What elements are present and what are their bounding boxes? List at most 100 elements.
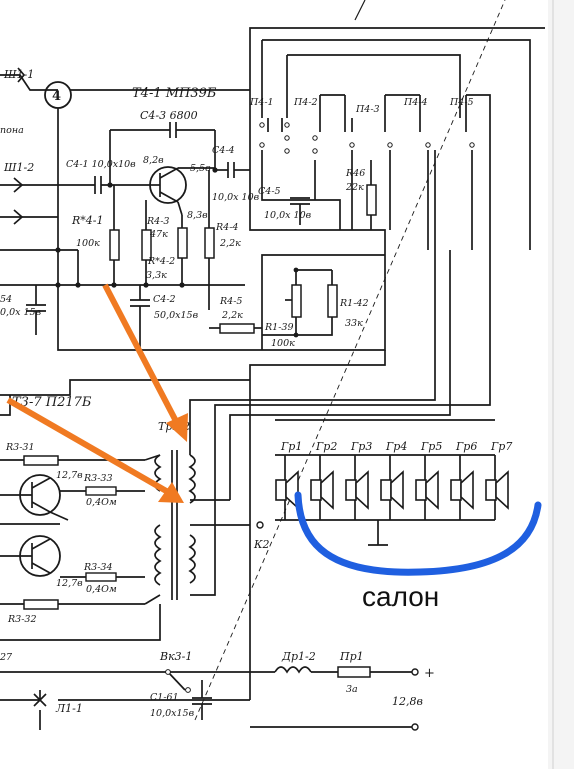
label-r334: R3-34 bbox=[83, 562, 113, 573]
speaker-label-2: Гр2 bbox=[315, 440, 337, 453]
label-vb: 12,7в bbox=[56, 578, 83, 589]
label-r44-val: 2,2к bbox=[219, 238, 241, 249]
label-r42-val: 3,3к bbox=[146, 270, 167, 281]
label-r331: R3-31 bbox=[5, 442, 35, 453]
speaker-icon-7 bbox=[485, 479, 497, 501]
label-r139: R1-39 bbox=[264, 322, 294, 333]
label-ra: 0,4Ом bbox=[86, 497, 117, 508]
resistor-r46 bbox=[366, 184, 377, 216]
speaker-label-7: Гр7 bbox=[490, 440, 512, 453]
label-p42: П4-2 bbox=[293, 97, 318, 108]
speaker-icon-1 bbox=[275, 479, 287, 501]
label-c44-val: 10,0x 10в bbox=[212, 192, 260, 203]
label-r43: R4-3 bbox=[146, 216, 169, 227]
label-r42: R*4-2 bbox=[147, 256, 175, 267]
speaker-label-4: Гр4 bbox=[385, 440, 407, 453]
dashed-diagonal bbox=[194, 0, 506, 721]
label-r46-val: 22к bbox=[345, 182, 364, 193]
label-jack-sub: пона bbox=[0, 125, 24, 136]
label-dr: Др1-2 bbox=[281, 650, 316, 663]
resistor-r44 bbox=[204, 227, 215, 259]
label-r46: R46 bbox=[345, 168, 365, 179]
label-r41: R*4-1 bbox=[71, 214, 104, 227]
label-jack2: Ш1-2 bbox=[3, 161, 34, 174]
orange-arrowhead-1 bbox=[166, 413, 188, 442]
output-block bbox=[0, 379, 419, 731]
annotation-salon: салон bbox=[362, 581, 439, 612]
label-c161: С1-61 bbox=[150, 692, 179, 703]
label-voltage: 12,8в bbox=[392, 695, 423, 708]
label-transistor-t37: Т3-7 П217Б bbox=[12, 395, 92, 410]
resistor-r331 bbox=[23, 455, 59, 466]
label-transistor-t41: Т4-1 МП39Б bbox=[132, 86, 217, 101]
resistor-r332 bbox=[23, 599, 59, 610]
resistor-r139 bbox=[291, 284, 302, 318]
label-pr-val: 3а bbox=[346, 684, 358, 695]
speaker-icon-6 bbox=[450, 479, 462, 501]
label-r142-val: 33к bbox=[345, 318, 363, 329]
corner-fold bbox=[355, 0, 548, 35]
speaker-icon-2 bbox=[310, 479, 322, 501]
fuse-pr1 bbox=[337, 666, 371, 678]
switch-group bbox=[259, 40, 491, 250]
label-r41-val: 100к bbox=[76, 238, 100, 249]
label-r333: R3-33 bbox=[83, 473, 113, 484]
label-c45: С4-5 bbox=[258, 186, 281, 197]
resistor-r41 bbox=[109, 229, 120, 261]
label-rb: 0,4Ом bbox=[86, 584, 117, 595]
label-r142: R1-42 bbox=[339, 298, 369, 309]
label-r139-val: 100к bbox=[271, 338, 295, 349]
label-r45: R4-5 bbox=[219, 296, 242, 307]
component-labels: Ш1-1 пона 4 Ш1-2 Т4-1 МП39Б С4-3 6800 С4… bbox=[0, 68, 474, 719]
label-r332: R3-32 bbox=[7, 614, 37, 625]
speaker-label-3: Гр3 bbox=[350, 440, 372, 453]
resistor-r42 bbox=[177, 227, 188, 259]
speaker-label-6: Гр6 bbox=[455, 440, 477, 453]
speaker-icon-5 bbox=[415, 479, 427, 501]
resistor-r333 bbox=[85, 486, 117, 496]
label-c42-val: 50,0x15в bbox=[154, 310, 199, 321]
label-r44: R4-4 bbox=[215, 222, 238, 233]
label-pr: Пр1 bbox=[339, 650, 364, 663]
label-r43-val: 47к bbox=[149, 229, 168, 240]
label-p44: П4-4 bbox=[403, 97, 428, 108]
speaker-label-5: Гр5 bbox=[420, 440, 442, 453]
blue-underline-curve bbox=[294, 491, 542, 576]
speaker-cone-6 bbox=[460, 470, 474, 510]
resistor-r142 bbox=[327, 284, 338, 318]
label-meter: 4 bbox=[52, 89, 61, 104]
label-va: 12,7в bbox=[56, 470, 83, 481]
label-c42: С4-2 bbox=[153, 294, 176, 305]
orange-arrow-2 bbox=[6, 397, 170, 495]
label-c54: 54 bbox=[0, 294, 12, 305]
amplifier-block bbox=[0, 27, 545, 700]
label-c41: С4-1 10,0x10в bbox=[66, 159, 136, 170]
label-vk: Вк3-1 bbox=[159, 650, 192, 663]
label-c43: С4-3 6800 bbox=[140, 109, 198, 122]
label-lamp: Л1-1 bbox=[55, 702, 83, 715]
label-p43: П4-3 bbox=[355, 104, 380, 115]
speaker-icon-3 bbox=[345, 479, 357, 501]
label-c45-val: 10,0x 10в bbox=[264, 210, 312, 221]
label-27: 27 bbox=[0, 652, 13, 663]
label-p45: П4-5 bbox=[449, 97, 474, 108]
speaker-cone-5 bbox=[425, 470, 439, 510]
label-p41: П4-1 bbox=[249, 97, 274, 108]
corner-line bbox=[354, 0, 366, 21]
orange-arrow-1 bbox=[102, 283, 181, 427]
label-c44: С4-4 bbox=[212, 145, 235, 156]
orange-arrowhead-2 bbox=[158, 482, 184, 503]
label-v2: 5,5в bbox=[190, 163, 211, 174]
label-k2: К2 bbox=[253, 538, 270, 551]
speaker-cone-3 bbox=[355, 470, 369, 510]
resistor-r45 bbox=[219, 323, 255, 334]
label-c54-val: 0,0x 15в bbox=[0, 307, 42, 318]
label-v3: 8,3в bbox=[187, 210, 208, 221]
speaker-cone-7 bbox=[495, 470, 509, 510]
speaker-cone-4 bbox=[390, 470, 404, 510]
meter-icon bbox=[44, 81, 72, 109]
label-c161-val: 10,0x15в bbox=[150, 708, 195, 719]
orange-arrows bbox=[6, 283, 188, 503]
